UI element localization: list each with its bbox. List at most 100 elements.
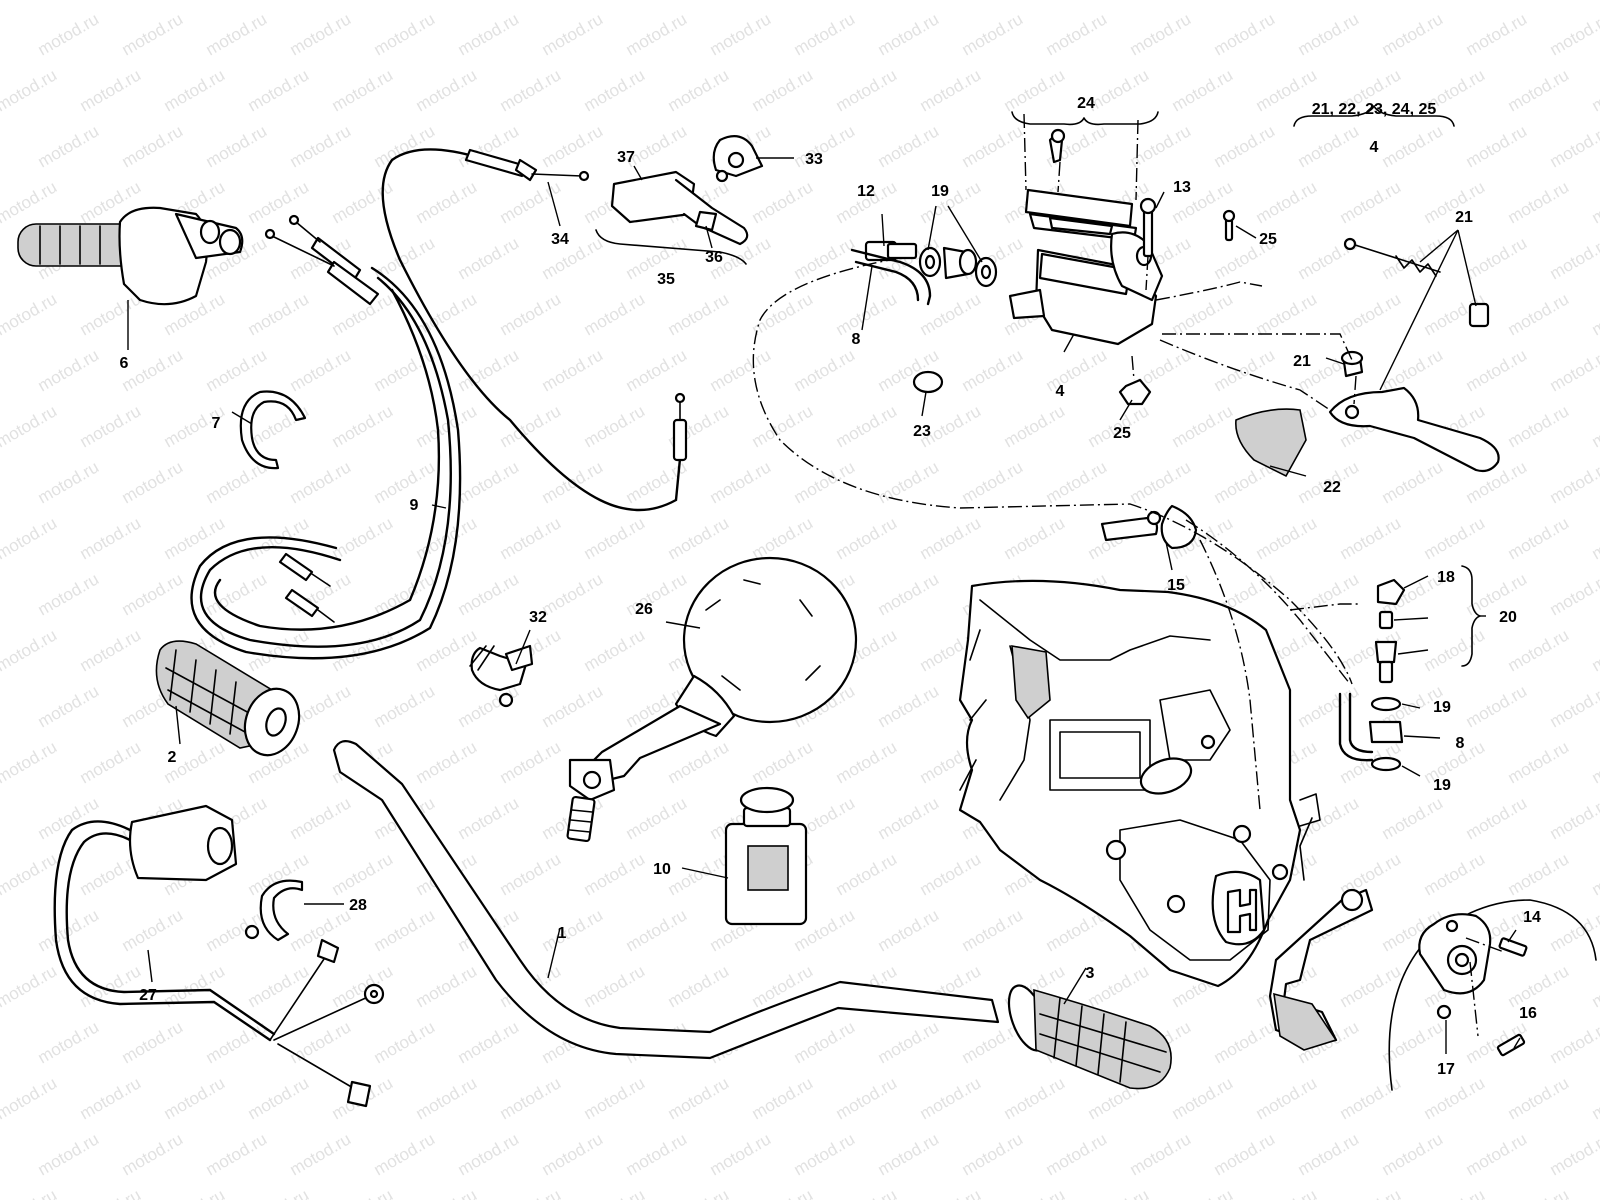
watermark-text: motod.ru [875, 569, 943, 619]
watermark-text: motod.ru [1169, 1073, 1237, 1123]
callout-19: 19 [931, 183, 949, 200]
watermark-text: motod.ru [455, 681, 523, 731]
watermark-text: motod.ru [623, 793, 691, 843]
watermark-text: motod.ru [1001, 513, 1069, 563]
watermark-text: motod.ru [35, 457, 103, 507]
watermark-text: motod.ru [581, 625, 649, 675]
watermark-text: motod.ru [1211, 1129, 1279, 1179]
rear-mirror [566, 556, 858, 843]
watermark-text: motod.ru [497, 0, 565, 3]
watermark-text: motod.ru [1421, 625, 1489, 675]
watermark-text: motod.ru [413, 289, 481, 339]
watermark-text: motod.ru [203, 569, 271, 619]
watermark-text: motod.ru [665, 961, 733, 1011]
watermark-text: motod.ru [917, 0, 985, 3]
watermark-text: motod.ru [749, 1073, 817, 1123]
watermark-text: motod.ru [623, 9, 691, 59]
watermark-text: motod.ru [0, 1073, 60, 1123]
watermark-text: motod.ru [0, 1185, 60, 1200]
callout-3: 3 [1086, 965, 1095, 982]
watermark-text: motod.ru [707, 1129, 775, 1179]
callout-17: 17 [1437, 1061, 1455, 1078]
watermark-text: motod.ru [665, 0, 733, 3]
watermark-text: motod.ru [1589, 513, 1600, 563]
watermark-text: motod.ru [1337, 0, 1405, 3]
callout-2: 2 [168, 749, 177, 766]
watermark-text: motod.ru [959, 9, 1027, 59]
watermark-text: motod.ru [287, 1017, 355, 1067]
watermark-text: motod.ru [77, 513, 145, 563]
watermark-text: motod.ru [329, 1185, 397, 1200]
leader-lines [127, 105, 1521, 1054]
watermark-text: motod.ru [35, 681, 103, 731]
throttle-grip [17, 206, 244, 306]
watermark-text: motod.ru [1505, 961, 1573, 1011]
watermark-text: motod.ru [329, 513, 397, 563]
watermark-text: motod.ru [35, 9, 103, 59]
watermark-text: motod.ru [1253, 0, 1321, 3]
watermark-text: motod.ru [497, 849, 565, 899]
watermark-text: motod.ru [119, 121, 187, 171]
watermark-text: motod.ru [1547, 121, 1600, 171]
callout-36: 36 [705, 249, 723, 266]
watermark-text: motod.ru [1337, 289, 1405, 339]
callout-19b: 19 [1433, 699, 1451, 716]
watermark-text: motod.ru [1421, 513, 1489, 563]
watermark-text: motod.ru [1379, 121, 1447, 171]
watermark-text: motod.ru [917, 177, 985, 227]
watermark-text: motod.ru [287, 121, 355, 171]
watermark-text: motod.ru [539, 569, 607, 619]
watermark-text: motod.ru [1421, 737, 1489, 787]
watermark-text: motod.ru [833, 513, 901, 563]
watermark-text: motod.ru [413, 737, 481, 787]
watermark-text: motod.ru [413, 1073, 481, 1123]
watermark-text: motod.ru [665, 513, 733, 563]
gear-shift-lever [1268, 888, 1374, 1051]
watermark-text: motod.ru [1127, 1129, 1195, 1179]
watermark-text: motod.ru [455, 1129, 523, 1179]
watermark-text: motod.ru [875, 905, 943, 955]
callout-labels: 1 2 3 4 6 7 8 8 9 10 12 13 14 15 16 17 1… [120, 95, 1541, 1078]
watermark-text: motod.ru [1589, 65, 1600, 115]
watermark-text: motod.ru [1253, 289, 1321, 339]
watermark-text: motod.ru [1169, 401, 1237, 451]
right-grip [1007, 984, 1172, 1090]
watermark-text: motod.ru [0, 737, 60, 787]
watermark-text: motod.ru [1547, 233, 1600, 283]
watermark-text: motod.ru [245, 65, 313, 115]
choke-cable [381, 148, 688, 512]
watermark-text: motod.ru [413, 0, 481, 3]
watermark-text: motod.ru [1253, 1073, 1321, 1123]
watermark-text: motod.ru [371, 681, 439, 731]
watermark-text: motod.ru [0, 401, 60, 451]
watermark-text: motod.ru [1547, 569, 1600, 619]
watermark-text: motod.ru [917, 1073, 985, 1123]
watermark-text: motod.ru [1211, 121, 1279, 171]
watermark-text: motod.ru [329, 65, 397, 115]
watermark-text: motod.ru [1001, 1073, 1069, 1123]
watermark-text: motod.ru [413, 1185, 481, 1200]
watermark-text: motod.ru [119, 457, 187, 507]
watermark-text: motod.ru [455, 1017, 523, 1067]
watermark-text: motod.ru [455, 793, 523, 843]
watermark-text: motod.ru [581, 65, 649, 115]
watermark-text: motod.ru [539, 9, 607, 59]
watermark-text: motod.ru [665, 737, 733, 787]
watermark-text: motod.ru [1547, 793, 1600, 843]
watermark-text: motod.ru [665, 1185, 733, 1200]
watermark-text: motod.ru [77, 289, 145, 339]
watermark-text: motod.ru [1295, 121, 1363, 171]
watermark-text: motod.ru [287, 793, 355, 843]
watermark-text: motod.ru [791, 9, 859, 59]
watermark-text: motod.ru [539, 905, 607, 955]
callout-13: 13 [1173, 179, 1191, 196]
watermark-text: motod.ru [1001, 0, 1069, 3]
watermark-text: motod.ru [1505, 0, 1573, 3]
watermark-text: motod.ru [1505, 625, 1573, 675]
watermark-text: motod.ru [0, 849, 60, 899]
watermark-text: motod.ru [77, 737, 145, 787]
watermark-text: motod.ru [749, 65, 817, 115]
watermark-text: motod.ru [329, 401, 397, 451]
watermark-text: motod.ru [875, 1129, 943, 1179]
clamp-clip [469, 644, 534, 708]
